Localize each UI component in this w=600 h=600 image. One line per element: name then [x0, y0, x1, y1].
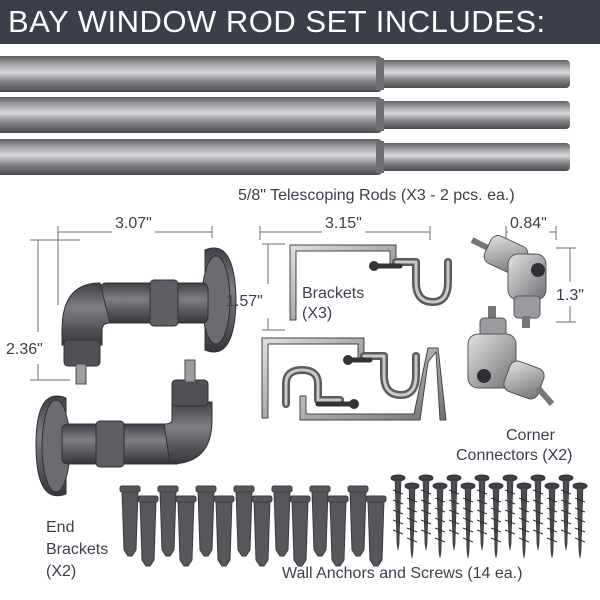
brackets-caption-line1: Brackets: [302, 285, 365, 302]
end-bracket-height-label: 2.36": [6, 341, 43, 358]
screws: [390, 474, 588, 559]
corner-connectors-caption-line2: Connectors (X2): [456, 447, 573, 464]
end-brackets-caption-line3: (X2): [46, 563, 77, 580]
wall-anchors: [119, 485, 387, 567]
corner-connectors-caption-line1: Corner: [506, 427, 555, 444]
corner-connector-1: [470, 235, 547, 328]
bracket-2: [261, 337, 420, 419]
telescoping-rods: [0, 56, 570, 175]
bracket-3: [282, 347, 447, 421]
end-bracket-bottom: [35, 359, 213, 497]
bracket-1: [289, 244, 452, 321]
corner-connector-width-label: 0.84": [508, 214, 549, 234]
corner-connector-height-label: 1.3": [556, 287, 584, 304]
rods-caption: 5/8" Telescoping Rods (X3 - 2 pcs. ea.): [238, 187, 515, 204]
end-bracket-top: [61, 247, 237, 385]
bracket-dimension-lines: [259, 226, 431, 331]
title-banner: BAY WINDOW ROD SET INCLUDES:: [0, 0, 600, 44]
bracket-width-label: 3.15": [322, 214, 365, 234]
banner-title: BAY WINDOW ROD SET INCLUDES:: [8, 4, 546, 39]
rod-2: [0, 97, 570, 133]
end-brackets-caption-line1: End: [46, 519, 75, 536]
brackets-caption-line2: (X3): [302, 305, 333, 322]
rod-1: [0, 56, 570, 92]
rod-3: [0, 139, 570, 175]
corner-connector-2: [467, 306, 555, 406]
end-brackets-caption-line2: Brackets: [46, 541, 109, 558]
hardware-caption: Wall Anchors and Screws (14 ea.): [282, 565, 523, 582]
bracket-height-label: 1.57": [226, 293, 263, 310]
end-bracket-width-label: 3.07": [112, 214, 155, 234]
